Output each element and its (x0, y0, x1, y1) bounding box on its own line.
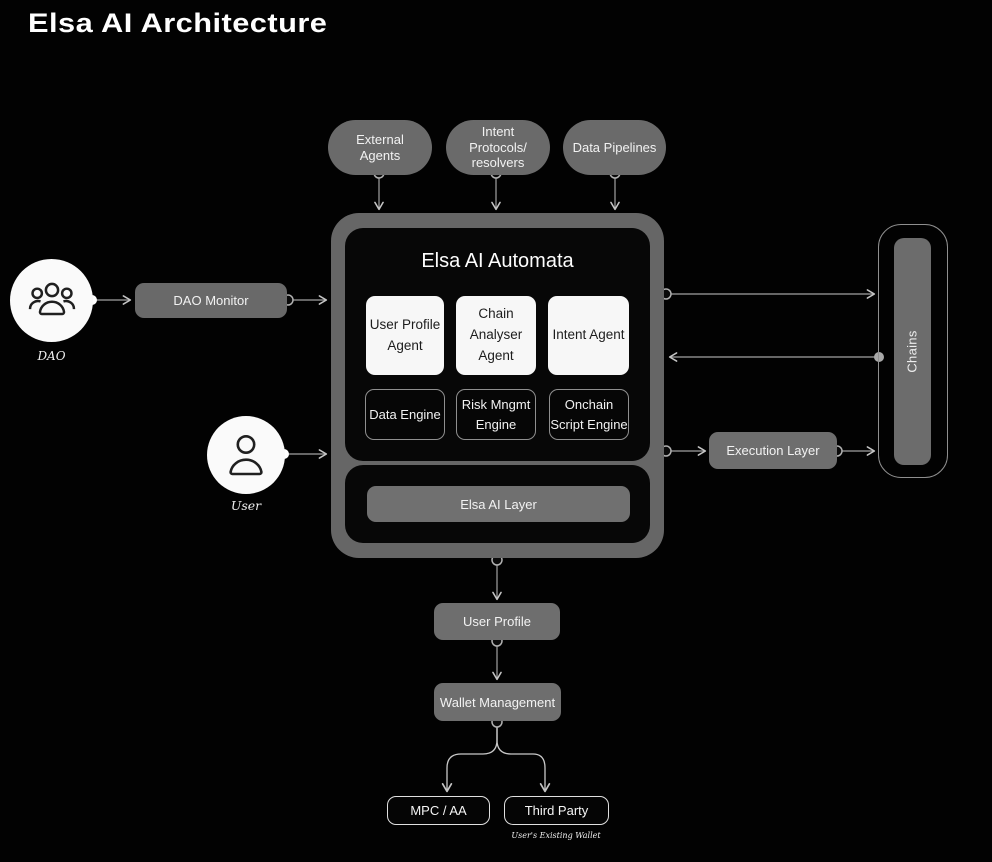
group-of-people-icon (28, 282, 75, 315)
node-intent-agent: Intent Agent (548, 296, 629, 375)
node-user-profile-agent: User Profile Agent (366, 296, 444, 375)
node-intent-protocols: Intent Protocols/ resolvers (446, 120, 550, 175)
dao-node (10, 259, 93, 342)
arrow-wallet-management-to-third-party (496, 722, 551, 793)
automata-title: Elsa AI Automata (421, 250, 574, 272)
node-wallet-management: Wallet Management (434, 683, 561, 721)
node-external-agents: External Agents (328, 120, 432, 175)
node-mpc-aa: MPC / AA (387, 796, 490, 825)
user-label: User (230, 498, 262, 513)
wallet-note: User's Existing Wallet (511, 831, 601, 840)
node-chain-analyser-agent: Chain Analyser Agent (456, 296, 536, 375)
node-execution-layer: Execution Layer (709, 432, 837, 469)
node-onchain-script-engine: Onchain Script Engine (549, 389, 629, 440)
arrow-wallet-management-to-mpc (441, 722, 498, 793)
node-data-pipelines: Data Pipelines (563, 120, 666, 175)
user-node (207, 416, 285, 494)
node-elsa-ai-layer: Elsa AI Layer (367, 486, 630, 522)
page-title: Elsa AI Architecture (28, 8, 328, 38)
node-data-engine: Data Engine (365, 389, 445, 440)
node-chains: Chains (894, 238, 931, 465)
dao-label: DAO (37, 349, 66, 363)
chains-label: Chains (905, 330, 920, 373)
node-risk-mngmt-engine: Risk Mngmt Engine (456, 389, 536, 440)
node-dao-monitor: DAO Monitor (135, 283, 287, 318)
node-user-profile: User Profile (434, 603, 560, 640)
chains-outer (878, 224, 948, 478)
node-third-party: Third Party (504, 796, 609, 825)
person-icon (229, 435, 263, 476)
